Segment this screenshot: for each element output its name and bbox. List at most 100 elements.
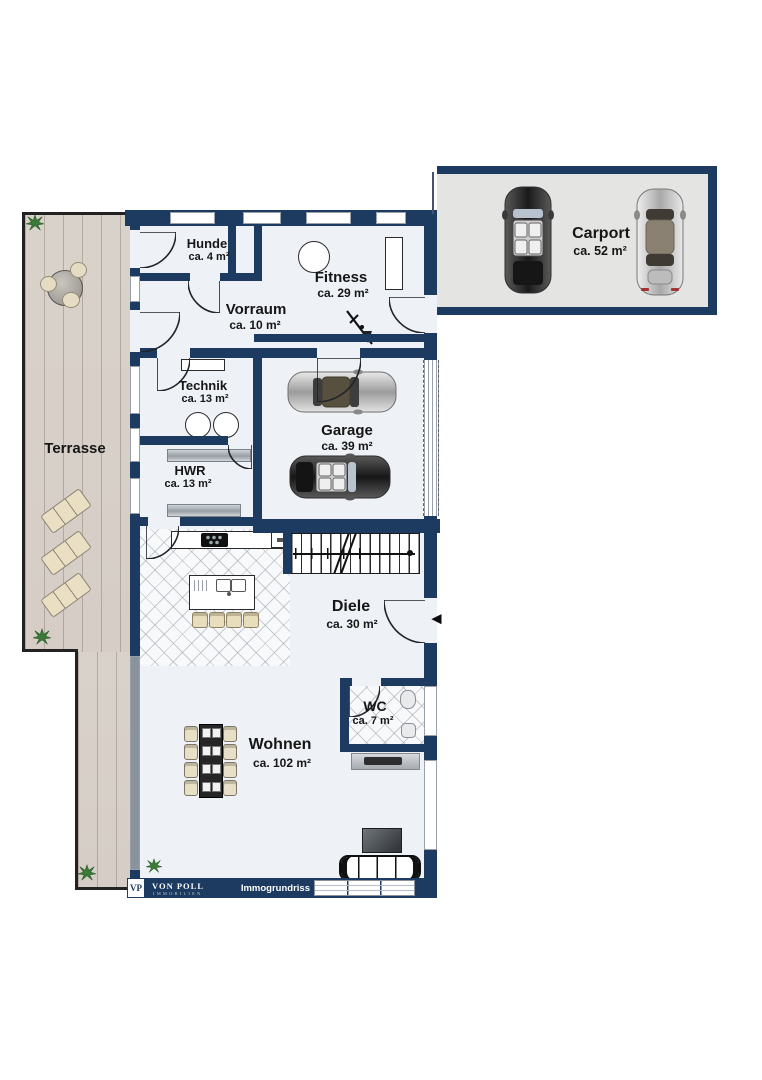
plant-icon [145,858,163,874]
carport-edge-line [432,172,434,214]
brand-subtitle: IMMOBILIEN [153,891,203,896]
room-label-technik: Technik [178,378,228,393]
sink-icon [216,579,231,592]
car-icon [502,184,554,296]
dining-chair-icon [184,726,198,742]
room-label-vorraum: Vorraum [225,301,287,318]
room-area-carport: ca. 52 m² [573,244,627,258]
cooktop-icon [201,533,228,547]
window-icon [424,686,437,736]
wall-stair-side [283,533,291,574]
room-label-carport: Carport [572,225,630,242]
room-label-terrasse: Terrasse [44,440,106,457]
wall-hunde-bottom [140,273,190,281]
window-icon [314,880,415,896]
hwr-counter-icon [167,449,251,462]
door-arc [140,232,176,268]
dining-chair-icon [184,762,198,778]
terrace-edge [22,649,78,652]
room-area-garage: ca. 39 m² [321,439,373,453]
door-arc [146,526,179,559]
room-label-fitness: Fitness [314,269,368,286]
wall-wc-top [381,678,425,686]
window-icon [130,478,140,514]
entrance-arrow-icon: ◄ [428,609,445,628]
kitchen-island-icon [189,575,255,610]
patio-chair-icon [70,262,87,278]
window-icon [130,276,140,302]
tv-icon [362,828,402,853]
plant-icon [25,214,45,232]
room-label-wc: WC [363,698,387,714]
patio-chair-icon [62,292,80,308]
garage-door-icon [423,360,439,516]
plant-icon [32,628,52,646]
sideboard-icon [351,753,420,770]
wall-vorraum-bottom [360,348,425,358]
wall-wc-top [340,678,352,686]
dining-chair-icon [223,726,237,742]
toilet-icon [400,690,416,709]
bar-stool-icon [243,612,259,628]
wall-fitness-left [254,226,262,281]
door-arc [384,600,425,643]
terrace-deck-lower [75,652,130,890]
dining-table-icon [199,724,223,798]
window-icon [170,212,215,224]
room-label-hunde: Hunde [186,236,228,251]
weight-bench-icon [385,237,403,290]
wall-fitness-bottom [254,334,425,342]
sofa-icon [339,855,421,881]
door-arc [140,312,180,352]
room-area-vorraum: ca. 10 m² [229,318,281,332]
dining-chair-icon [223,744,237,760]
car-icon [634,186,686,298]
wall-left [130,210,140,880]
wall-hwr-bottom [180,517,262,526]
wall-technik-right [253,358,262,526]
hwr-counter-icon [167,504,241,517]
door-arc [389,297,425,333]
door-arc [228,445,252,469]
fitness-equipment-circle-icon [298,241,330,273]
glass-front-icon [130,656,140,870]
vonpoll-logo: VP [127,878,145,898]
wall-hunde-right [228,226,236,273]
bar-stool-icon [192,612,208,628]
door-swing-shade [317,358,361,402]
wall-wc-bottom [340,744,425,752]
wall-garage-bottom [253,519,440,533]
faucet-icon [227,592,231,596]
door-arc [349,686,380,717]
plant-icon [77,864,97,882]
door-arc [188,281,220,313]
door-opening [424,598,437,643]
door-arc [157,358,190,391]
dining-chair-icon [184,744,198,760]
wall-hwr-bottom [140,517,148,526]
boiler-tank-icon [185,412,211,438]
wall-vorraum-bottom [140,348,157,358]
wall-technik-hwr [140,436,228,445]
window-icon [424,760,437,850]
boiler-tank-icon [213,412,239,438]
window-icon [130,366,140,414]
window-icon [130,428,140,462]
brand-name: VON POLL [152,881,204,891]
wall-wc-left [340,678,349,752]
sink-icon [231,579,246,592]
room-area-diele: ca. 30 m² [326,617,378,631]
door-opening [424,295,437,333]
room-area-hunde: ca. 4 m² [188,251,230,263]
wall-vorraum-bottom [190,348,317,358]
window-icon [376,212,406,224]
room-area-wc: ca. 7 m² [352,715,394,727]
dining-chair-icon [184,780,198,796]
car-icon [288,452,392,502]
room-area-fitness: ca. 29 m² [317,286,369,300]
room-label-garage: Garage [321,422,373,439]
dining-chair-icon [223,780,237,796]
room-area-hwr: ca. 13 m² [164,478,212,490]
dining-chair-icon [223,762,237,778]
